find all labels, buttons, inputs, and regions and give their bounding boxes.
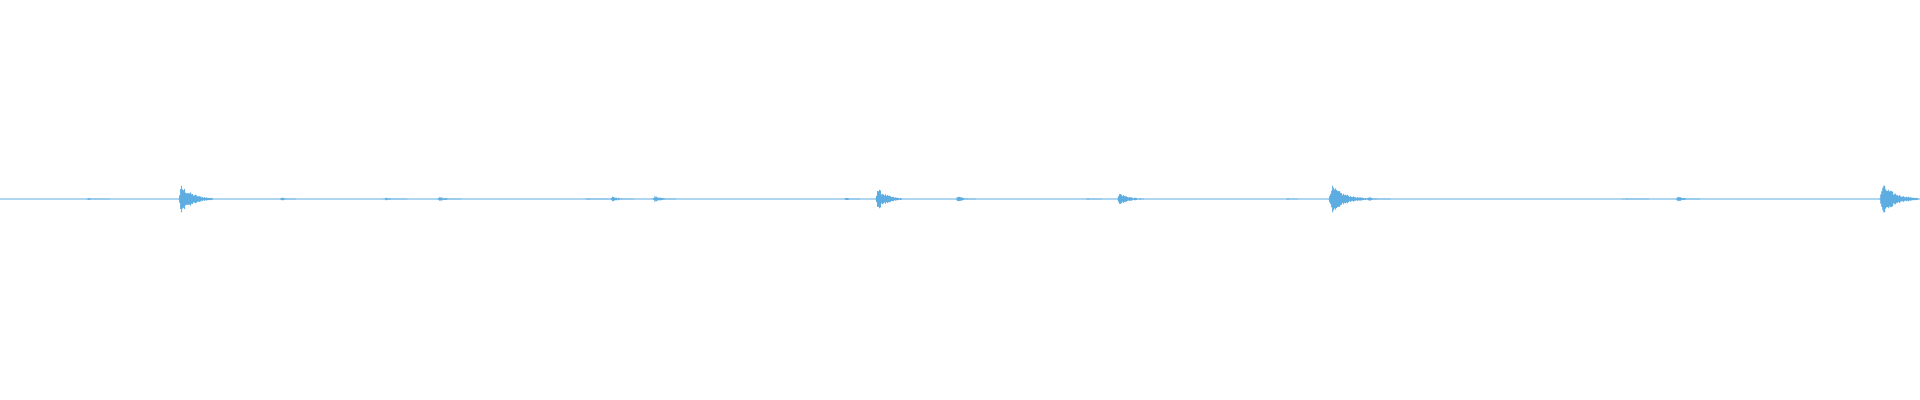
waveform-burst [652, 196, 677, 202]
waveform-burst [1621, 198, 1649, 200]
waveform-burst [178, 185, 214, 213]
waveform-burst [1285, 198, 1298, 200]
waveform-burst [1366, 197, 1391, 201]
waveform-burst [85, 198, 110, 200]
waveform-burst [585, 198, 610, 200]
waveform-burst [610, 196, 635, 202]
waveform-burst [383, 197, 408, 201]
waveform-bursts [85, 185, 1919, 213]
waveform-burst [1879, 185, 1919, 213]
waveform-burst [875, 189, 902, 209]
waveform-burst [1086, 198, 1103, 200]
waveform-burst [1675, 196, 1700, 202]
waveform-burst [279, 197, 296, 201]
waveform-burst [844, 198, 861, 200]
waveform-burst [437, 197, 462, 201]
waveform-burst [955, 196, 976, 202]
waveform-burst [1116, 194, 1144, 204]
waveform-burst [1328, 185, 1368, 213]
